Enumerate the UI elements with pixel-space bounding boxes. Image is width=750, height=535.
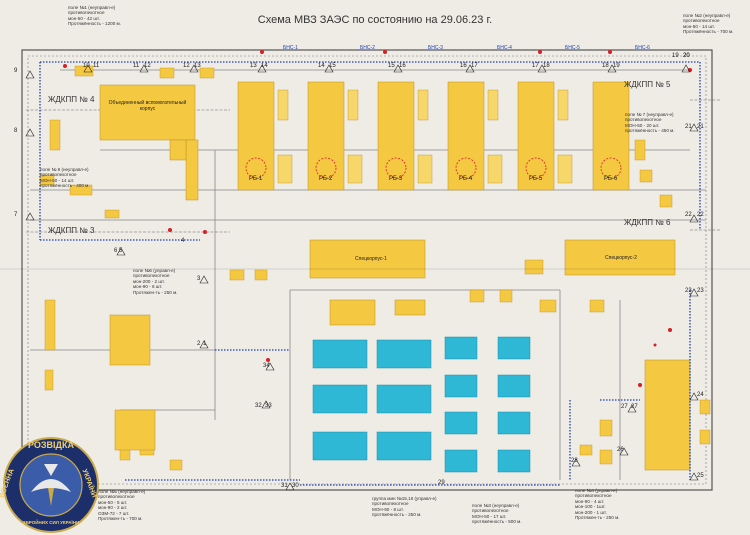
unit-1-label: РБ-1 [249,176,263,182]
emblem-text-top: РОЗВІДКА [28,440,74,450]
minefield-note-3: поле №3 (неуправл-е) противопехотное МОН… [472,503,522,525]
gate-number: 8 [14,128,18,134]
gate-number: 12 [183,63,190,69]
gate-number: 1 [203,341,207,347]
minefield-note-6: поле №6 (управл-е) противопехотное мон-2… [133,268,178,295]
checkpoint-5-label: ЖДКПП № 5 [624,80,671,89]
bns-3-label: БНС-3 [428,45,443,51]
gate-number: 9 [14,68,18,74]
gate-number: 16 [399,63,406,69]
minefield-note-5: поле №5 (неуправл-е) противопехотное мон… [98,489,146,522]
gate-number: 16 [460,63,467,69]
gate-number: 17 [532,63,539,69]
unit-2-label: РБ-2 [319,176,333,182]
gate-number: 20 [683,53,690,59]
gate-number: 14 [318,63,325,69]
gate-number: 10 [83,63,90,69]
admin-building-label: Объединенный вспомогательный корпус [108,100,187,112]
gate-number: 28 [571,458,578,464]
gate-number: 3 [197,276,201,282]
minefield-lines [39,61,701,486]
checkpoint-4-label: ЖДКПП № 4 [48,95,95,104]
gate-number: 13 [194,63,201,69]
special-buildings [109,239,691,471]
gate-number: 4 [181,238,185,244]
gate-number: 11 [93,63,100,69]
paper-fold [0,268,750,270]
gate-number: 19 [613,63,620,69]
gate-number: 2 [197,341,201,347]
bns-1-label: БНС-1 [283,45,298,51]
gate-number: 24 [697,392,704,398]
gate-number: 12 [144,63,151,69]
gate-number: 20 [683,53,690,59]
gate-number: 22 [685,212,692,218]
aux-buildings [39,65,711,471]
gate-number: 6 [114,248,118,254]
checkpoint-3-label: ЖДКПП № 3 [48,226,95,235]
gate-number: 11 [133,63,140,69]
gate-number: 27 [621,404,628,410]
mine-markers [63,50,692,387]
gate-number: 19 [672,53,679,59]
unit-aux-blocks [277,89,573,184]
gate-number: 23 [697,288,704,294]
minefield-note-1: поле №1 (неуправл-е) противопехотное мон… [68,5,121,27]
gate-number: 22 [697,212,704,218]
spetskorpus-1-label: Спецкорпус-1 [355,256,387,262]
perimeter-inner [27,55,707,485]
unit-6-label: РБ-6 [604,176,618,182]
gate-number: 32 [255,403,262,409]
minefield-note-7: поле № 7 (неуправл-е) противопехотное МО… [625,112,675,134]
gate-number: 30 [292,483,299,489]
gate-number: 5 [119,248,123,254]
military-intelligence-emblem: РОЗВІДКА ВОЄННА УКРАЇНИ ЗБРОЙНИХ СИЛ УКР… [0,436,100,534]
admin-complex [99,84,199,201]
minefield-note-15-16: группа мин №15,16 (управл-е) противопехо… [372,496,437,518]
unit-5-label: РБ-5 [529,176,543,182]
map-title: Схема МВЗ ЗАЭС по состоянию на 29.06.23 … [257,14,493,26]
gate-number: 18 [543,63,550,69]
gate-number: 15 [388,63,395,69]
gate-number: 21 [685,124,692,130]
gate-number: 34 [263,363,270,369]
checkpoint-triangles [25,64,699,491]
gate-number: 21 [697,124,704,130]
gate-number: 14 [261,63,268,69]
checkpoint-6-label: ЖДКПП № 6 [624,218,671,227]
bns-6-label: БНС-6 [635,45,650,51]
gate-number: 7 [14,212,18,218]
unit-3-label: РБ-3 [389,176,403,182]
gate-number: 33 [265,403,272,409]
bns-5-label: БНС-5 [565,45,580,51]
bns-2-label: БНС-2 [360,45,375,51]
emblem-text-bottom: ЗБРОЙНИХ СИЛ УКРАЇНИ [22,520,80,525]
gate-number: 23 [685,288,692,294]
unit-4-label: РБ-4 [459,176,473,182]
cooling-ponds [312,336,531,473]
gate-number: 26 [617,447,624,453]
bns-4-label: БНС-4 [497,45,512,51]
perimeter-outer [21,49,713,491]
minefield-note-2: поле №2 (неуправл-е) противопехотное мон… [683,13,734,35]
gate-number: 29 [438,480,445,486]
gate-number: 18 [602,63,609,69]
minefield-note-4: поле №4 (управл-е) противопехотное мон-9… [575,488,620,521]
gate-number: 13 [250,63,257,69]
minefield-note-8: поле № 8 (неуправл-е) противопехотное МО… [40,167,90,189]
power-units [237,81,630,191]
gate-number: 17 [471,63,478,69]
gate-number: 15 [329,63,336,69]
gate-number: 31 [281,483,288,489]
reactor-markers [245,157,622,179]
spetskorpus-2-label: Спецкорпус-2 [605,255,637,261]
gate-number: 25 [697,473,704,479]
gate-number: 27 [631,404,638,410]
